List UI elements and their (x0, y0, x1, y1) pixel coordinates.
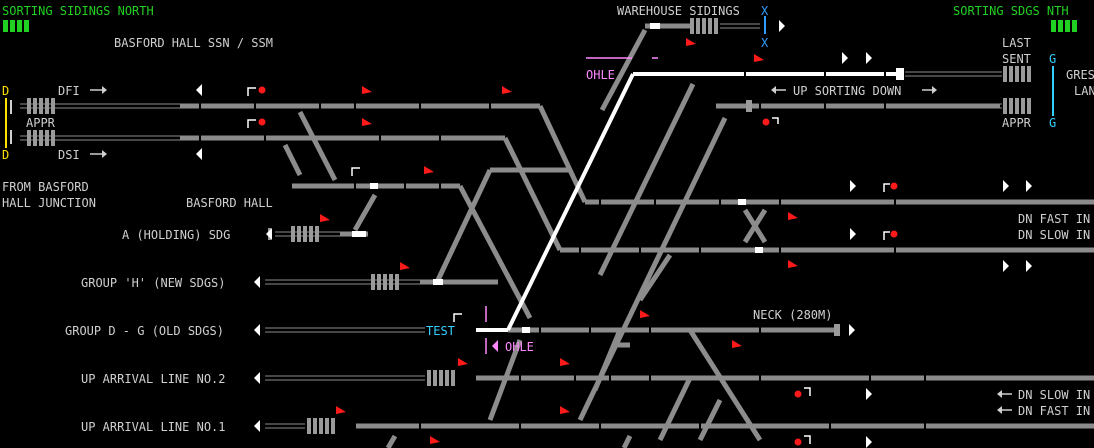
label-d-bottom: D (2, 148, 10, 162)
signal-dot[interactable] (794, 438, 802, 446)
signal-flag[interactable] (430, 436, 440, 444)
header-title-right: SORTING SDGS NTH (953, 4, 1069, 18)
label-dn-fast-bottom: DN FAST IN (1018, 404, 1091, 418)
label-appr-left: APPR (26, 116, 55, 130)
header-title-left: SORTING SIDINGS NORTH (2, 4, 154, 18)
track-crossover[interactable] (502, 136, 563, 252)
track-crossover[interactable] (742, 208, 768, 244)
route-diagonal[interactable] (506, 73, 635, 331)
label-gres-1: GRES (1066, 68, 1094, 82)
track-crossover[interactable] (282, 143, 303, 177)
signal-flag[interactable] (424, 166, 434, 174)
signal-flag[interactable] (502, 86, 512, 94)
track-crossover[interactable] (599, 28, 648, 112)
ohle-markers (485, 57, 658, 354)
signal-flag[interactable] (686, 38, 696, 46)
signal-dot[interactable] (794, 390, 802, 398)
signal-flag[interactable] (458, 358, 468, 366)
buffer-stops (10, 100, 12, 144)
track-crossover[interactable] (592, 329, 623, 391)
label-gres-2: LAN (1074, 84, 1094, 98)
label-dn-slow-top: DN SLOW IN (1018, 228, 1091, 242)
signal-flag[interactable] (788, 212, 798, 220)
signal-dot[interactable] (890, 182, 898, 190)
signal-flag[interactable] (320, 214, 330, 222)
label-group-dg[interactable]: GROUP D - G (OLD SDGS) (65, 324, 224, 338)
signal-flag[interactable] (560, 358, 570, 366)
signal-dot[interactable] (762, 118, 770, 126)
signal-flag[interactable] (640, 310, 650, 318)
label-g-top: G (1049, 52, 1057, 66)
track-crossover[interactable] (697, 398, 723, 442)
signal-dot[interactable] (890, 230, 898, 238)
signal-dot[interactable] (258, 118, 266, 126)
signals (247, 38, 898, 446)
label-ohle-top: OHLE (586, 68, 615, 82)
occupancy-markers (352, 23, 763, 333)
label-neck: NECK (280M) (753, 308, 833, 322)
status-bars-left (3, 20, 29, 32)
label-d-top: D (2, 84, 10, 98)
header-title-center[interactable]: WAREHOUSE SIDINGS (617, 4, 740, 18)
track-crossover[interactable] (687, 328, 763, 442)
label-appr-right: APPR (1002, 116, 1031, 130)
track-crossover[interactable] (657, 376, 693, 442)
signal-flag[interactable] (560, 406, 570, 414)
label-dn-fast-top: DN FAST IN (1018, 212, 1091, 226)
label-dsi: DSI (58, 148, 80, 162)
direction-arrows (196, 20, 1032, 448)
warehouse-marker-1: X (761, 4, 769, 18)
set-route (476, 68, 904, 332)
signal-flag[interactable] (362, 118, 372, 126)
label-group-h[interactable]: GROUP 'H' (NEW SDGS) (81, 276, 226, 290)
signal-flag[interactable] (362, 86, 372, 94)
track-crossover[interactable] (487, 339, 523, 421)
label-g-bottom: G (1049, 116, 1057, 130)
label-ohle-bottom: OHLE (505, 340, 534, 354)
track-crossover[interactable] (637, 253, 673, 302)
label-up-arrival-1[interactable]: UP ARRIVAL LINE NO.1 (81, 420, 226, 434)
label-dfi: DFI (58, 84, 80, 98)
label-basford-hall-ssn: BASFORD HALL SSN / SSM (114, 36, 273, 50)
track-crossover[interactable] (621, 434, 633, 448)
label-a-holding[interactable]: A (HOLDING) SDG (122, 228, 231, 242)
label-test[interactable]: TEST (426, 324, 455, 338)
route-end-block (896, 68, 904, 80)
signal-dot[interactable] (258, 86, 266, 94)
signal-flag[interactable] (336, 406, 346, 414)
label-up-sorting-down: UP SORTING DOWN (793, 84, 902, 98)
track-breaks (199, 102, 926, 430)
track-crossover[interactable] (297, 110, 338, 182)
track-crossover[interactable] (352, 193, 378, 232)
label-from-basford-1: FROM BASFORD (2, 180, 89, 194)
berth-boxes (27, 18, 1031, 434)
signal-flag[interactable] (732, 340, 742, 348)
label-from-basford-2: HALL JUNCTION (2, 196, 96, 210)
track-crossover[interactable] (385, 434, 398, 448)
label-arrows (90, 86, 1012, 414)
label-basford-hall: BASFORD HALL (186, 196, 273, 210)
route-breaks (744, 70, 886, 78)
track-crossover[interactable] (597, 82, 696, 277)
status-bars-right (1051, 20, 1077, 32)
label-last-sent-1: LAST (1002, 36, 1031, 50)
signal-flag[interactable] (788, 260, 798, 268)
label-up-arrival-2[interactable]: UP ARRIVAL LINE NO.2 (81, 372, 226, 386)
limit-markers (5, 16, 1054, 148)
warehouse-marker-2: X (761, 36, 769, 50)
label-last-sent-2: SENT (1002, 52, 1031, 66)
label-dn-slow-bottom: DN SLOW IN (1018, 388, 1091, 402)
signal-flag[interactable] (400, 262, 410, 270)
signal-flag[interactable] (754, 54, 764, 62)
track-crossover[interactable] (435, 168, 493, 282)
